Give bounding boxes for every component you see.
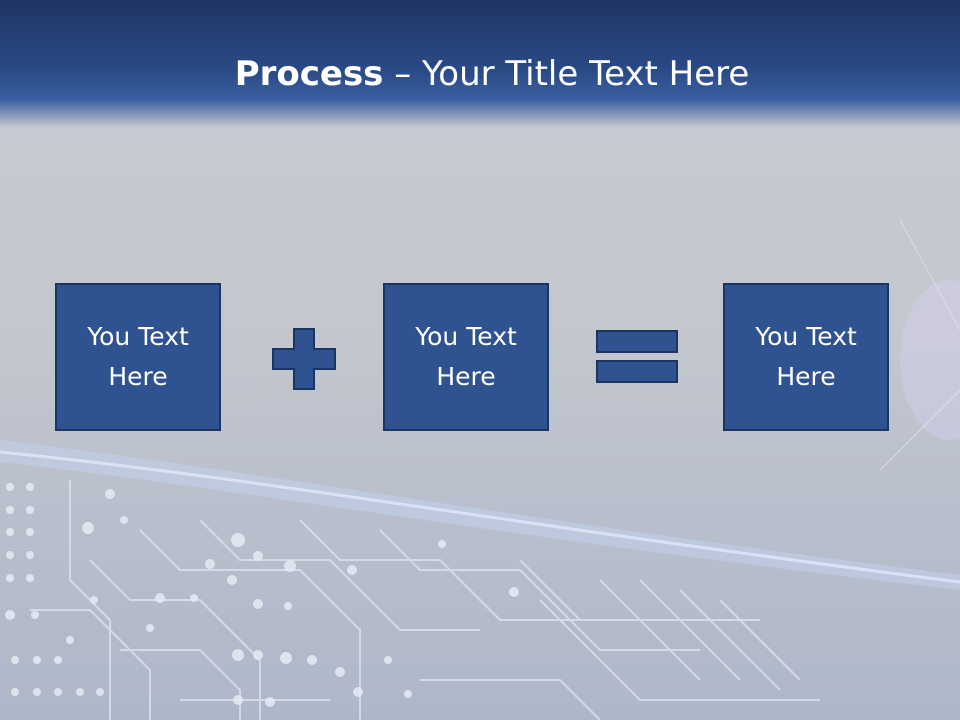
plus-icon[interactable] <box>272 328 336 390</box>
title-rest-text: – Your Title Text Here <box>383 54 750 94</box>
title-bar <box>0 0 960 128</box>
process-box-1[interactable]: You Text Here <box>55 283 221 431</box>
process-box-2[interactable]: You Text Here <box>383 283 549 431</box>
process-box-3[interactable]: You Text Here <box>723 283 889 431</box>
equals-icon[interactable] <box>596 330 678 384</box>
slide-title[interactable]: Process – Your Title Text Here <box>0 52 960 96</box>
box-text-line1: You Text <box>755 322 857 351</box>
box-text-line1: You Text <box>87 322 189 351</box>
box-text-line2: Here <box>776 362 836 391</box>
box-text-line1: You Text <box>415 322 517 351</box>
title-bold-text: Process <box>234 54 384 94</box>
box-text-line2: Here <box>108 362 168 391</box>
box-text-line2: Here <box>436 362 496 391</box>
